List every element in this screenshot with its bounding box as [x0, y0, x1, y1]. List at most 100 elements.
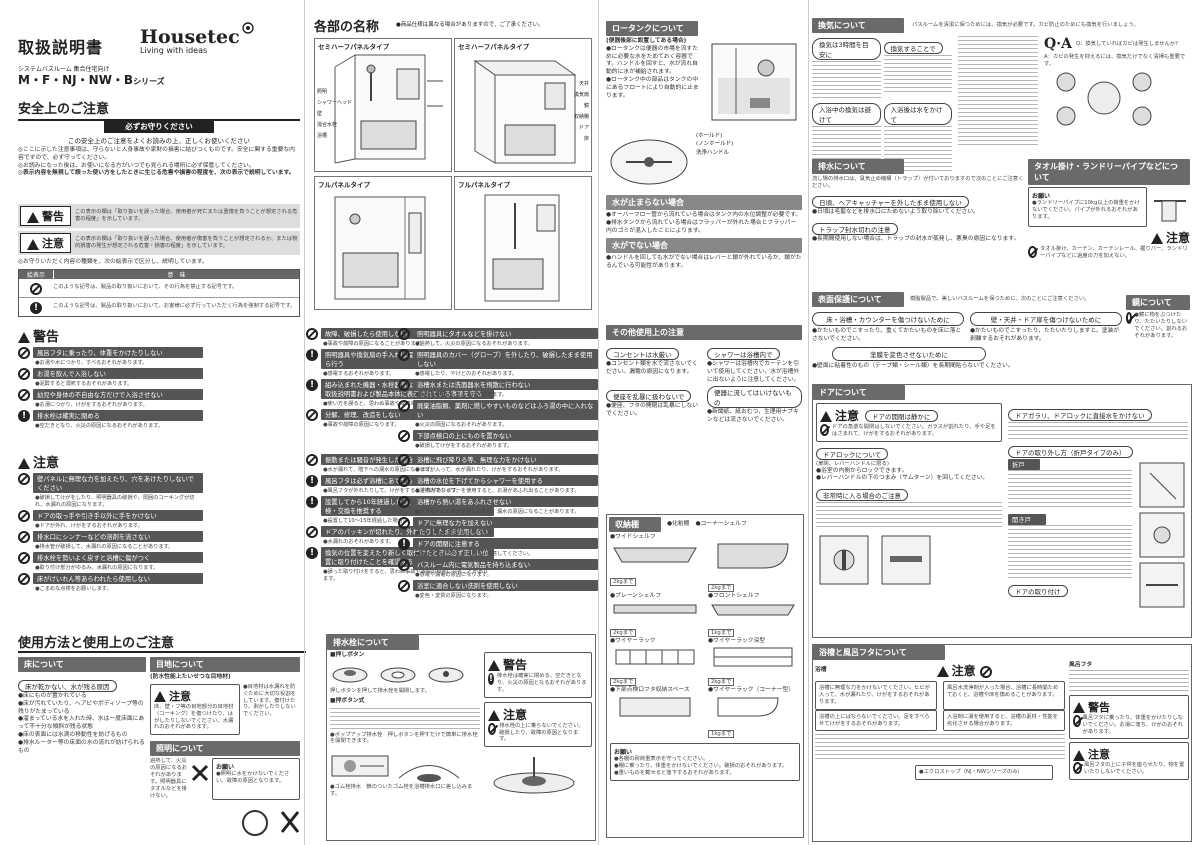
- joint-section: 目地について (防水性能上たいせつな目地材) 注意 床、壁・フ等の目地部分の目地…: [150, 654, 300, 836]
- prohibit-icon: [1073, 714, 1081, 727]
- column-tank: ロータンクについて (便器後部に設置してある場合) ●ロータンクは便器の市場を流…: [600, 0, 810, 845]
- drain-section: 排水栓について ■押しボタン 押しボタンを押して排水栓を開閉します。 ■押ボタン…: [326, 634, 596, 841]
- mandatory-icon: !: [306, 379, 318, 391]
- symbol-row-mandatory: ! このような記号は、製品の取り扱いにおいて、お客様に必ず行っていただく行為を強…: [19, 298, 299, 316]
- caution-item: 床がけいれん等あらわれたら使用しない●こまめな点検をお願いします。: [18, 573, 203, 592]
- other-notes-section: その他使用上の注意 コンセントは水厳い●コンセント類を水で流さないでください。漏…: [606, 322, 802, 425]
- shelf-section: 収納棚 ●化粧棚 ●コーナーシェルフ ●ワイドシェルフ 2kgまで 2kgまで …: [606, 514, 804, 838]
- corner-shelf-illustration: [717, 543, 789, 569]
- caution-item: ドアの取っ手や引き手以外に手をかけない●ドアが外れ、けがをするおそれがあります。: [18, 510, 203, 529]
- prohibit-icon: [1073, 762, 1082, 775]
- prohibit-icon: [30, 282, 42, 295]
- caution-triangle-icon: [27, 238, 39, 250]
- prohibit-icon: [488, 722, 497, 735]
- parts-heading: 各部の名称: [314, 20, 380, 35]
- mandatory-icon: !: [18, 410, 30, 422]
- prohibit-icon: [18, 389, 30, 401]
- surface-section: 表面保護について 樹脂製品で、美しいバスルームを保つために、次のことにご注意くだ…: [812, 292, 1122, 370]
- warning-item: !排水栓は確実に閉める●空だきとなり、火災の原因になるおそれがあります。: [18, 410, 203, 429]
- towel-bar-illustration: [1154, 200, 1186, 222]
- fold-line: [304, 0, 305, 845]
- prohibit-icon: [18, 531, 30, 543]
- warning-item: 幼児や身体の不自由な方だけで入浴させない●お湯につかり、けがをするおそれがありま…: [18, 389, 203, 408]
- caution-item: 壁パネルに無理な力を加えたり、穴をあけたりしないでください●破損してけがをしたり…: [18, 473, 203, 508]
- caution-item: 排水口にシンナーなどの溶剤を流さない●排水管が破損して、水漏れの原因になることが…: [18, 531, 203, 550]
- plain-shelf-illustration: [613, 604, 697, 614]
- tub-lid-section: 浴槽と風呂フタについて 浴槽 注意 浴槽に無理な力をかけないでください。ヒビが入…: [812, 644, 1192, 842]
- prohibit-icon: [398, 430, 410, 442]
- prohibit-icon: [1126, 312, 1133, 324]
- safety-heading: 安全上のご注意: [18, 98, 300, 121]
- drain-plug-illustration: [493, 757, 575, 794]
- symbol-row-prohibit: このような記号は、製品の取り扱いにおいて、その行為を禁止する記号です。: [19, 279, 299, 298]
- fold-line: [598, 0, 599, 845]
- floor-section: 床について 床が乾かない、水が残る原因 ●床にものが置かれている ●床が汚れてい…: [18, 654, 146, 756]
- shelf-front: ●フロントシェルフ 1kgまで: [708, 593, 800, 638]
- lid-storage-illustration: [619, 697, 691, 717]
- prohibit-icon: [398, 400, 410, 412]
- front-shelf-illustration: [711, 604, 795, 616]
- no-water-icon: [280, 810, 300, 833]
- shelf-corner: 2kgまで: [708, 534, 800, 593]
- caution-triangle-icon: [1073, 749, 1085, 761]
- warning-section-title: 警告: [18, 326, 203, 345]
- shelf-plain: ●プレーンシェルフ 2kgまで: [610, 593, 702, 638]
- usage-heading: 使用方法と使用上のご注意: [18, 632, 306, 653]
- shelf-lid-storage: ●下部点検口フタ収納スペース: [610, 687, 702, 740]
- series-name: M・F・NJ・NW・Bシリーズ: [18, 73, 165, 87]
- prohibit-icon: [18, 510, 30, 522]
- warning-triangle-icon: [1073, 702, 1085, 714]
- drain-plug-closed-icon: [380, 667, 416, 683]
- ventilation-section: 換気について バスルームを清潔に保つためには、換気が必要です。カビ防止のためにも…: [812, 18, 1187, 172]
- bath-diagram-3: フルパネルタイプ: [314, 176, 452, 310]
- mandatory-icon: !: [30, 301, 42, 314]
- bath-illustration: [334, 54, 443, 164]
- prohibit-icon: [398, 328, 410, 340]
- symbol-table: 絵表示 意 味 このような記号は、製品の取り扱いにおいて、その行為を禁止する記号…: [18, 268, 300, 317]
- no-towel-icon: [190, 758, 210, 788]
- lamp-icon: [242, 809, 268, 836]
- lid-caution-box: 注意 風呂フタの上に子供を座らせたり、物を置いたりしないでください。: [1069, 742, 1189, 781]
- light-request-box: お願い ●照明に水をかけないでください。故障の原因となります。: [212, 758, 300, 800]
- warning-triangle-icon: [18, 332, 30, 343]
- prohibit-icon: [18, 552, 30, 564]
- bath-diagram-4: フルパネルタイプ: [454, 176, 592, 310]
- tank-diagram: [706, 38, 802, 128]
- warning-block-right: 照明器具にタオルなどを掛けない●過熱して、火災の原因になるおそれがあります。 照…: [398, 326, 598, 451]
- prohibit-icon: [398, 475, 410, 487]
- system-label: システムバスルーム 集合住宅向け: [18, 66, 110, 73]
- mandatory-icon: !: [306, 349, 318, 361]
- towel-section: タオル掛け・ランドリーパイプなどについて お願い ●ランドリーパイプに10kg以…: [1028, 156, 1190, 260]
- warning-legend: 警告 この表示の欄は「取り扱いを誤った場合、使用者が死亡または重傷を負うことが想…: [18, 204, 300, 228]
- prohibit-icon: [1028, 246, 1038, 258]
- mold-cycle-diagram: [1056, 72, 1152, 126]
- wire-rack-illustration: [615, 649, 695, 665]
- mirror-section: 鏡について ●鏡に物をぶつけたり、たたいたりしないでください。割れるおそれがあり…: [1126, 292, 1190, 340]
- qa-badge: Q·A: [1044, 36, 1072, 52]
- prohibit-icon: [398, 454, 410, 466]
- prohibit-icon: [398, 349, 410, 361]
- manual-title: 取扱説明書: [18, 38, 104, 57]
- caution-triangle-icon: [936, 666, 949, 677]
- prohibit-icon: [306, 454, 318, 466]
- corner-wire-rack-illustration: [717, 697, 779, 717]
- warning-triangle-icon: [27, 211, 39, 223]
- mandatory-icon: !: [306, 475, 318, 487]
- prohibit-icon: [398, 517, 410, 529]
- caution-block-left: 注意 壁パネルに無理な力を加えたり、穴をあけたりしないでください●破損してけがを…: [18, 452, 203, 594]
- caution-item: 排水栓を勢いよく戻すと浴槽に傷がつく●取り付け部分がゆるみ、水漏れの原因になりま…: [18, 552, 203, 571]
- lid-warning-box: 警告 風呂フタに乗ったり、体重をかけたりしないでください。お湯に落ち、けがのおそ…: [1069, 694, 1189, 740]
- vent-qa: Q·A Q：換気していればカビは発生しませんか？ A：カビの発生を抑えるには、換…: [1044, 36, 1187, 172]
- caution-block-right: 浴槽に飛び降りる等、無理な力をかけない●ヒビが入って、水が漏れたり、けがをするお…: [398, 452, 598, 601]
- shelf-wire-corner: ●ワイヤーラック（コーナー型） 1kgまで: [708, 687, 800, 740]
- caution-triangle-icon: [488, 709, 500, 721]
- must-read-box: 必ずお守りください この安全上のご注意をよくお読みの上、正しくお使いください ◎…: [18, 120, 295, 177]
- drain-warning-box: 警告 !排水栓は確実に閉める。空だきとなり、火災の原因となるおそれがあります。: [484, 652, 592, 698]
- shelf-wire-rack: ●ワイヤーラック 2kgまで: [610, 638, 702, 687]
- danger-legend: 警告 この表示の欄は「取り扱いを誤った場合、使用者が死亡または重傷を負うことが想…: [18, 204, 300, 317]
- door-lock-diagram: [819, 535, 869, 585]
- prohibit-icon: [306, 409, 318, 421]
- prohibit-icon: [398, 496, 410, 508]
- drain-plug-open-icon: [332, 667, 368, 683]
- mandatory-icon: !: [398, 538, 410, 550]
